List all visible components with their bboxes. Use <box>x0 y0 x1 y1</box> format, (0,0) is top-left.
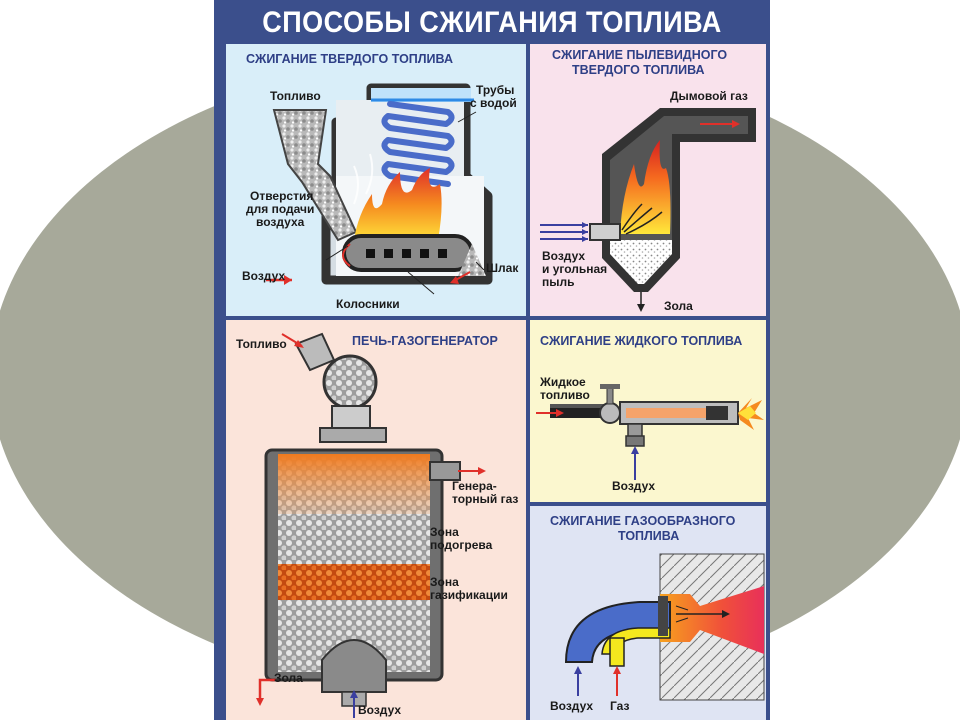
label-holes-2: для подачи <box>246 202 315 216</box>
label-gasifier-ash: Зола <box>274 671 303 685</box>
label-zone-gas-1: Зона <box>430 575 459 589</box>
poster-title: СПОСОБЫ СЖИГАНИЯ ТОПЛИВА <box>262 5 722 39</box>
label-gaseous-air: Воздух <box>550 699 594 713</box>
label-slag: Шлак <box>486 261 519 275</box>
panel-gaseous-fuel: СЖИГАНИЕ ГАЗООБРАЗНОГО ТОПЛИВА Воздух Га… <box>530 506 766 720</box>
pulverized-furnace-diagram <box>540 108 756 312</box>
panel-solid-fuel: СЖИГАНИЕ ТВЕРДОГО ТОПЛИВА Топливо Трубы … <box>226 44 526 316</box>
label-gaseous-gas: Газ <box>610 699 630 713</box>
label-gasifier-fuel: Топливо <box>236 337 287 351</box>
label-liquid-fuel-1: Жидкое <box>540 375 586 389</box>
label-pipes-1: Трубы <box>476 83 515 97</box>
label-liquid-fuel-2: топливо <box>540 388 590 402</box>
gasifier-heading: ПЕЧЬ-ГАЗОГЕНЕРАТОР <box>352 334 498 348</box>
label-gen-gas-2: торный газ <box>452 492 519 506</box>
label-gen-gas-1: Генера- <box>452 479 497 493</box>
label-holes-3: воздуха <box>256 215 305 229</box>
gas-burner-diagram <box>564 553 765 701</box>
label-liquid-air: Воздух <box>612 479 656 493</box>
solid-heading: СЖИГАНИЕ ТВЕРДОГО ТОПЛИВА <box>246 52 453 66</box>
label-zone-heat-2: подогрева <box>430 538 493 552</box>
gaseous-heading-1: СЖИГАНИЕ ГАЗООБРАЗНОГО <box>550 514 736 528</box>
label-flue-gas: Дымовой газ <box>670 89 748 103</box>
panel-gas-generator: ПЕЧЬ-ГАЗОГЕНЕРАТОР Топливо Генера- торны… <box>226 320 526 720</box>
dust-heading-2: ТВЕРДОГО ТОПЛИВА <box>572 63 705 77</box>
label-air-dust-1: Воздух <box>542 249 586 263</box>
gas-generator-diagram <box>256 332 486 718</box>
label-ash-dust: Зола <box>664 299 693 313</box>
label-air-dust-2: и угольная <box>542 262 608 276</box>
label-zone-heat-1: Зона <box>430 525 459 539</box>
panel-pulverized-fuel: СЖИГАНИЕ ПЫЛЕВИДНОГО ТВЕРДОГО ТОПЛИВА Ды… <box>530 44 766 316</box>
label-holes-1: Отверстия <box>250 189 314 203</box>
gaseous-heading-2: ТОПЛИВА <box>618 529 680 543</box>
label-gasifier-air: Воздух <box>358 703 402 717</box>
label-air: Воздух <box>242 269 286 283</box>
panel-liquid-fuel: СЖИГАНИЕ ЖИДКОГО ТОПЛИВА Жидкое топливо … <box>530 320 766 502</box>
label-zone-gas-2: газификации <box>430 588 508 602</box>
dust-heading-1: СЖИГАНИЕ ПЫЛЕВИДНОГО <box>552 48 728 62</box>
solid-furnace-diagram <box>266 83 493 295</box>
liquid-heading: СЖИГАНИЕ ЖИДКОГО ТОПЛИВА <box>540 334 743 348</box>
label-grates: Колосники <box>336 297 400 311</box>
liquid-burner-diagram <box>536 384 764 480</box>
label-fuel: Топливо <box>270 89 321 103</box>
label-air-dust-3: пыль <box>542 275 575 289</box>
label-pipes-2: с водой <box>470 96 517 110</box>
